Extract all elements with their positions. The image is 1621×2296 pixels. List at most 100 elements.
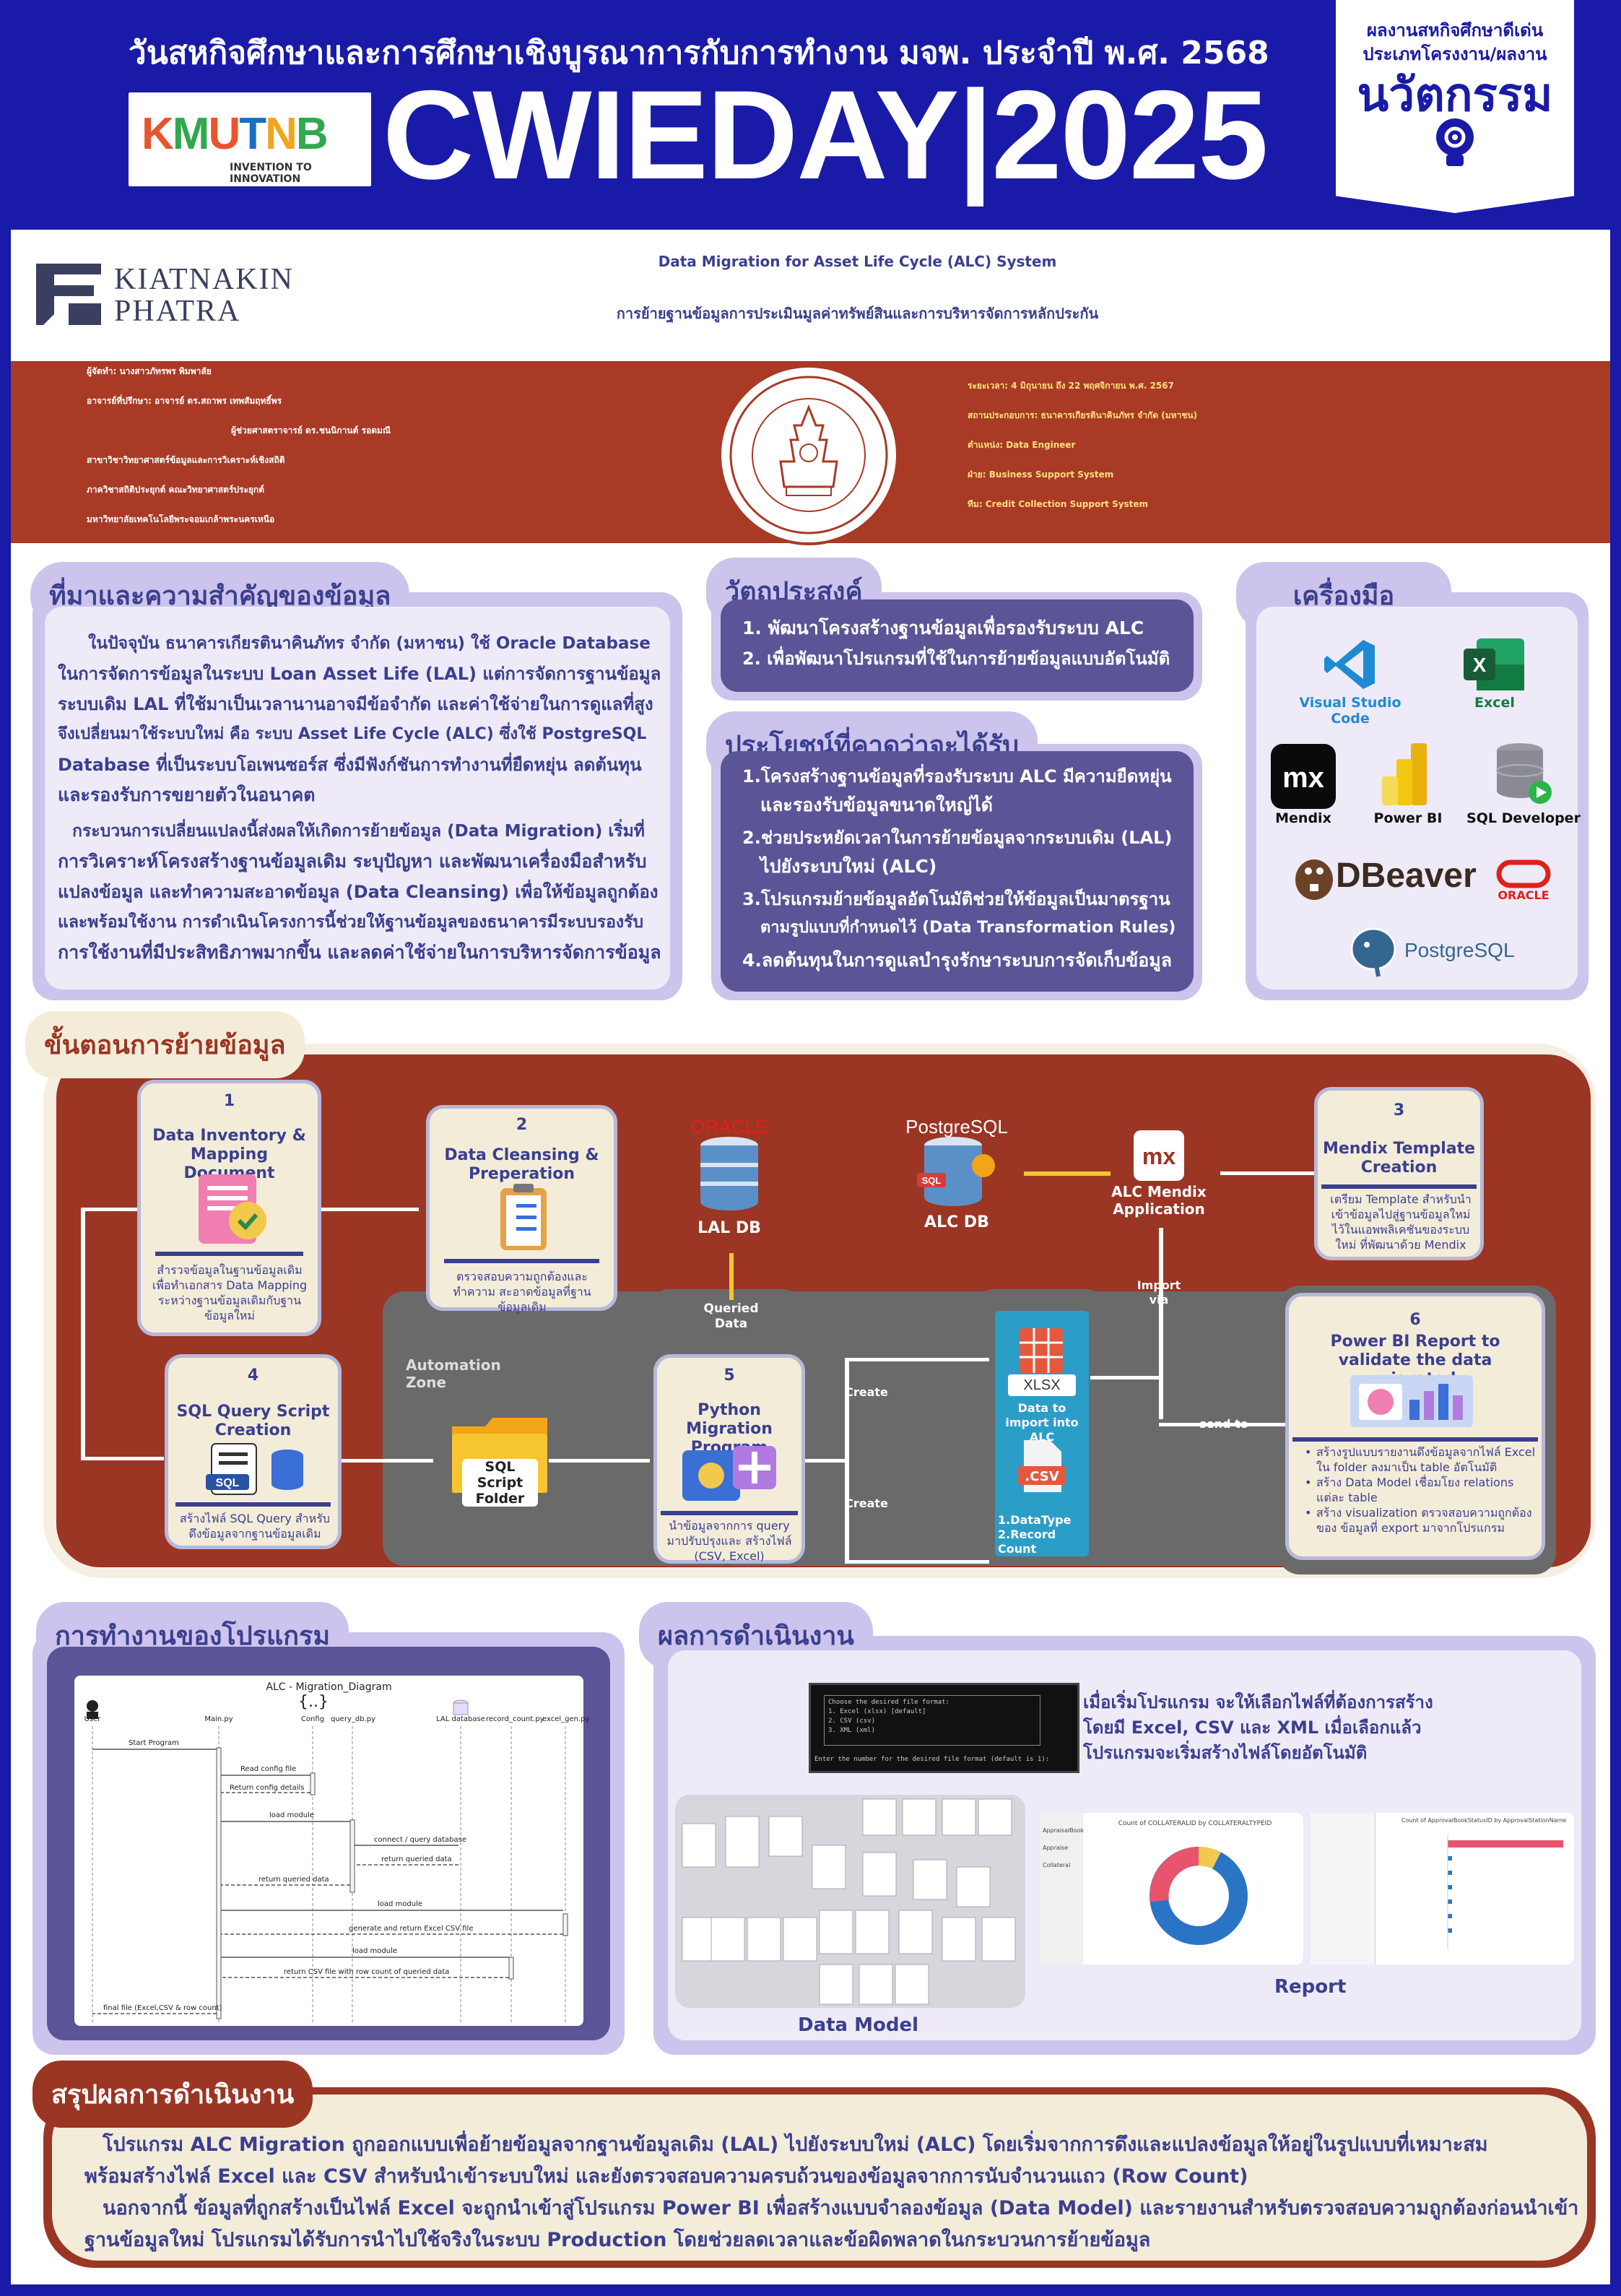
benefit-item: 3.โปรแกรมย้ายข้อมูลอัตโนมัติช่วยให้ข้อมู… (742, 889, 1170, 909)
sequence-lines (87, 1699, 568, 2022)
summary-line: นอกจากนี้ ข้อมูลที่ถูกสร้างเป็นไฟล์ Exce… (103, 2197, 1579, 2219)
vscode-icon (1324, 640, 1375, 689)
benefits-box: 1.โครงสร้างฐานข้อมูลที่รองรับระบบ ALC มี… (721, 751, 1194, 992)
svg-text:SQL: SQL (922, 1175, 942, 1186)
automation-zone-label: Automation Zone (406, 1356, 501, 1391)
message-label: return queried data (258, 1876, 329, 1884)
message-label: final file (Excel,CSV & row count) (103, 2004, 222, 2012)
report-menu-item: Appraise (1043, 1845, 1069, 1851)
terminal-output: Choose the desired file format: 1. Excel… (828, 1698, 949, 1736)
mendix-app-icon: mx (1134, 1130, 1184, 1181)
flow-arrow (549, 1459, 650, 1463)
step-number: 5 (723, 1366, 735, 1385)
bar-chart (1447, 1834, 1563, 1950)
tool-label: Power BI (1373, 810, 1443, 826)
background-line: แปลงข้อมูล และทำความสะอาดข้อมูล (Data Cl… (58, 882, 659, 902)
svg-text:mx: mx (1282, 762, 1324, 794)
summary-heading: สรุปผลการดำเนินงาน (32, 2061, 313, 2128)
svg-text:SQL: SQL (216, 1477, 240, 1489)
message-label: return CSV file with row count of querie… (284, 1968, 450, 1976)
csv-desc: 1.DataType 2.Record Count (998, 1513, 1072, 1556)
sql-developer-icon (1496, 743, 1552, 804)
university-seal (718, 365, 899, 545)
sql-folder-label: SQL Script Folder (462, 1459, 538, 1507)
step-1-card: 1 Data Inventory & Mapping Document สำรว… (137, 1080, 321, 1336)
event-header: วันสหกิจศึกษาและการศึกษาเชิงบูรณาการกับก… (0, 0, 1621, 230)
dbeaver-icon (1295, 859, 1333, 900)
bullet-text: สร้างรูปแบบรายงานดึงข้อมูลจากไฟล์ Excel … (1316, 1445, 1536, 1474)
flow-arrow (318, 1208, 419, 1211)
event-title: CWIEDAY|2025 (383, 65, 1269, 206)
report-menu: AppraisalBook Appraise Collateral (1040, 1813, 1084, 1964)
background-line: และรองรับการขยายตัวในอนาคต (58, 784, 316, 805)
event-subtitle: วันสหกิจศึกษาและการศึกษาเชิงบูรณาการกับก… (129, 35, 1269, 72)
lal-db-label: LAL DB (697, 1219, 761, 1237)
terminal-desc-line: เมื่อเริ่มโปรแกรม จะให้เลือกไฟล์ที่ต้องก… (1083, 1692, 1433, 1712)
output-files-box: XLSX Data to import into ALC .CSV 1.Data… (995, 1311, 1089, 1556)
step-desc: ตรวจสอบความถูกต้องและทำความ สะอาดข้อมูลท… (453, 1270, 591, 1314)
benefit-item: 1.โครงสร้างฐานข้อมูลที่รองรับระบบ ALC มี… (742, 766, 1172, 787)
award-badge: ผลงานสหกิจศึกษาดีเด่น ประเภทโครงงาน/ผลงา… (1336, 0, 1574, 213)
divider (1321, 1184, 1477, 1189)
terminal-line: Choose the desired file format: (828, 1699, 949, 1706)
bullet-item: •สร้าง Data Model เชื่อมโยง relations แต… (1305, 1476, 1514, 1504)
program-diagram-box: ALC - Migration_Diagram User Main.py {..… (47, 1647, 610, 2040)
tool-label: PostgreSQL (1404, 939, 1515, 961)
kkp-mark-icon (36, 264, 101, 325)
message-label: connect / query database (374, 1836, 466, 1844)
dbeaver-wordmark: DBeaver (1336, 857, 1477, 895)
info-major: สาขาวิชาวิทยาศาสตร์ข้อมูลและการวิเคราะห์… (87, 455, 285, 465)
message-label: generate and return Excel CSV file (349, 1925, 474, 1933)
flow-arrow (845, 1560, 989, 1564)
diagram-title: ALC - Migration_Diagram (266, 1681, 392, 1693)
org-logo-line1: KIATNAKIN (114, 263, 294, 296)
svg-text:X: X (1473, 654, 1487, 676)
excel-icon: X (1464, 638, 1524, 690)
step-desc: สำรวจข้อมูลในฐานข้อมูลเดิม เพื่อทำเอกสาร… (152, 1263, 308, 1322)
create-label: Create (845, 1496, 888, 1510)
step-number: 3 (1393, 1101, 1405, 1119)
divider (661, 1511, 798, 1515)
benefit-item: 2.ช่วยประหยัดเวลาในการย้ายข้อมูลจากระบบเ… (742, 828, 1173, 848)
clipboard-checklist-icon (500, 1184, 547, 1250)
step-title: Data Cleansing & Preperation (444, 1146, 599, 1183)
info-coadvisor: ผู้ช่วยศาสตราจารย์ ดร.ชนนิกานต์ รอดมณี (231, 425, 391, 436)
summary-line: โปรแกรม ALC Migration ถูกออกแบบเพื่อย้าย… (103, 2133, 1488, 2156)
report-chart-title: Count of ApprovalBookStatusID by Approva… (1401, 1817, 1567, 1824)
info-department: ฝ่าย: Business Support System (968, 469, 1114, 480)
flow-arrow (801, 1459, 845, 1463)
benefit-item: 4.ลดต้นทุนในการดูแลบำรุงรักษาระบบการจัดเ… (742, 950, 1173, 971)
database-icon (700, 1137, 758, 1210)
report-label: Report (1274, 1976, 1347, 1998)
actor-label: Config (300, 1715, 325, 1723)
bullet-item: •สร้างรูปแบบรายงานดึงข้อมูลจากไฟล์ Excel… (1305, 1445, 1536, 1474)
step-number: 1 (223, 1092, 235, 1110)
tools-box: Visual Studio Code X Excel mx Mendix Pow… (1256, 607, 1581, 989)
csv-label: .CSV (1025, 1469, 1059, 1484)
terminal-prompt: Enter the number for the desired file fo… (814, 1756, 1050, 1763)
summary-line: ฐานข้อมูลใหม่ โปรแกรมได้รับการนำไปใช้จริ… (84, 2229, 1151, 2251)
title-english: Data Migration for Asset Life Cycle (ALC… (658, 253, 1057, 270)
report-chart-1: AppraisalBook Appraise Collateral Count … (1040, 1813, 1303, 1964)
message-label: load module (269, 1811, 315, 1819)
create-label: Create (845, 1385, 888, 1399)
flow-arrow (339, 1459, 433, 1463)
terminal-frame (824, 1695, 1040, 1746)
step-3-card: 3 Mendix Template Creation เตรียม Templa… (1314, 1087, 1484, 1260)
oracle-icon (1496, 859, 1551, 888)
step-number: 2 (516, 1116, 528, 1134)
flow-arrow (1159, 1423, 1285, 1426)
config-icon: {..} (298, 1693, 329, 1711)
tool-label: Excel (1474, 695, 1515, 711)
dashboard-report-icon (1350, 1375, 1473, 1427)
kmutnb-slogan: INVENTION TO INNOVATION (230, 162, 312, 185)
terminal-desc-line: โปรแกรมจะเริ่มสร้างไฟล์โดยอัตโนมัติ (1083, 1743, 1368, 1763)
info-company: สถานประกอบการ: ธนาคารเกียรตินาคินภัทร จำ… (968, 410, 1198, 420)
flow-arrow (81, 1457, 164, 1460)
info-dept: ภาควิชาสถิติประยุกต์ คณะวิทยาศาสตร์ประยุ… (87, 485, 264, 495)
divider (175, 1502, 331, 1507)
flow-arrow-gold (1024, 1171, 1111, 1176)
kmutnb-logo: KMUTNB INVENTION TO INNOVATION (129, 92, 371, 186)
step-4-card: 4 SQL Query Script Creation SQL สร้างไฟล… (165, 1354, 342, 1549)
terminal-window: Choose the desired file format: 1. Excel… (809, 1683, 1079, 1773)
